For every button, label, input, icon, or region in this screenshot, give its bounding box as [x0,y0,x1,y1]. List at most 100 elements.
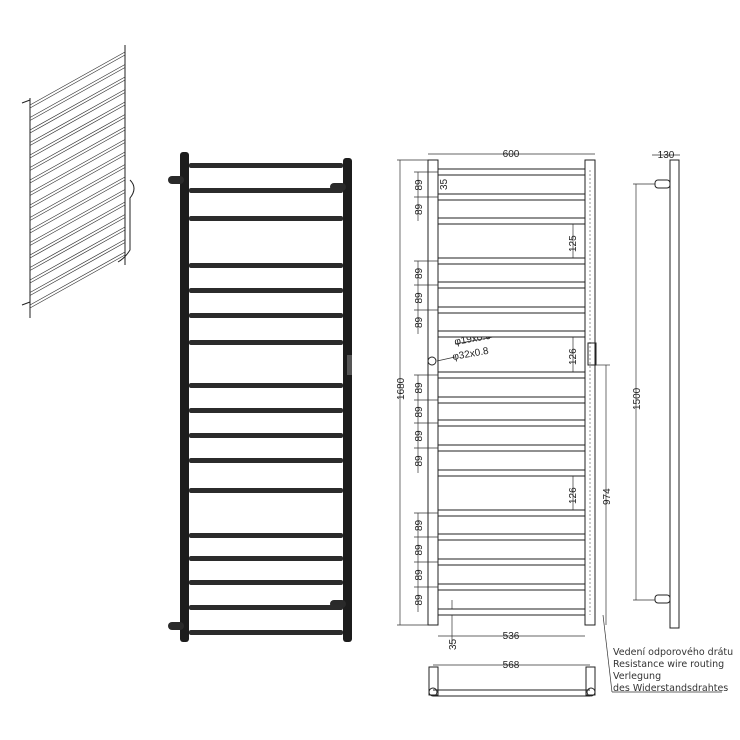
towel-bar [189,458,343,463]
iso-bar [29,164,126,218]
dim-bar-spacing: 89 [414,179,425,191]
wall-bracket-top-left [168,176,184,184]
side-upright [669,159,680,629]
front-bar [437,306,586,314]
dim-bar-spacing: 89 [414,569,425,581]
towel-bar [189,313,343,318]
front-bar [437,371,586,379]
front-bar [437,396,586,404]
dim-bar-spacing: 89 [414,430,425,442]
legend-line-de-2: des Widerstandsdrahtes [613,683,728,694]
dim-bar-spacing: 89 [414,267,425,279]
dim-bar-spacing: 89 [414,316,425,328]
iso-bar [29,51,126,106]
dim-bar-spacing: 89 [414,544,425,556]
towel-bar [189,605,343,610]
iso-bar [29,239,126,293]
towel-bar [189,433,343,438]
iso-bar [29,114,126,168]
dim-gap-126-upper: 126 [568,348,579,365]
dim-inner-536: 536 [503,631,520,642]
dim-top-offset: 35 [439,178,450,190]
legend-line-en: Resistance wire routing [613,659,724,670]
front-right-upright [584,159,596,626]
side-bracket-bottom [654,594,671,604]
dim-bar-spacing: 89 [414,292,425,304]
dim-bar-spacing: 89 [414,594,425,606]
dim-bar-spacing: 89 [414,203,425,215]
front-bar [437,419,586,427]
dim-width-600: 600 [503,149,520,160]
front-bar [437,558,586,566]
wire-routing-legend: Vedení odporového drátu Resistance wire … [602,614,733,694]
iso-bar [29,201,126,256]
dim-bar-spacing: 89 [414,382,425,394]
heating-element-box [347,355,352,375]
dim-depth-130: 130 [658,150,675,161]
front-bar [437,509,586,517]
side-bracket-top [654,179,671,189]
iso-bar [29,89,126,143]
dim-bottom-offset: 35 [448,638,459,650]
front-bar [437,608,586,616]
front-bar [437,168,586,176]
dim-bottom-568: 568 [503,660,520,671]
legend-line-cs: Vedení odporového drátu [613,647,733,658]
towel-bar [189,533,343,538]
towel-bar [189,163,343,168]
towel-bar [189,263,343,268]
iso-bar [29,189,126,243]
front-bar [437,193,586,201]
front-bar [437,469,586,477]
iso-bar [29,64,126,118]
iso-power-cable [117,179,135,263]
towel-bar [189,408,343,413]
front-bar [437,533,586,541]
front-view-drawing: 600 35 125 126 126 φ19x0.6 φ32x0.8 1680 … [396,149,613,650]
tube-large-label: φ32x0.8 [452,346,490,363]
iso-bar [29,101,126,156]
front-left-upright [427,159,439,626]
front-bar [437,583,586,591]
dim-bar-spacing: 89 [414,519,425,531]
towel-bar [189,288,343,293]
front-bar [437,444,586,452]
towel-bar [189,383,343,388]
dim-bar-spacing: 89 [414,406,425,418]
dim-height-1680: 1680 [396,377,407,400]
towel-bar [189,630,343,635]
iso-bar [29,76,126,131]
iso-bar [29,226,126,281]
wall-bracket-bottom-left [168,622,184,630]
dim-gap-126-lower: 126 [568,487,579,504]
iso-bar [29,139,126,193]
front-bar [437,330,586,338]
top-view-drawing: 568 [428,660,596,697]
iso-bar [29,251,126,306]
dim-bar-spacing: 89 [414,455,425,467]
tube-section-circle [427,356,437,366]
front-bar [437,257,586,265]
side-view-drawing: 130 1500 [632,150,680,629]
towel-bar [189,340,343,345]
iso-bar [29,214,126,268]
left-rail [180,152,189,642]
control-box [587,342,597,366]
front-bar [437,217,586,225]
towel-bar [189,556,343,561]
dim-mount-1500: 1500 [632,387,643,410]
towel-bar [189,216,343,221]
towel-bar [189,580,343,585]
iso-bar [29,126,126,181]
iso-bar [29,176,126,231]
product-render [168,152,352,642]
legend-line-de-1: Verlegung [613,671,661,682]
towel-bar [189,488,343,493]
right-rail [343,158,352,642]
dim-wire-974: 974 [602,488,613,505]
front-bar [437,281,586,289]
isometric-thumbnail [21,45,135,318]
dim-gap-125: 125 [568,235,579,252]
towel-bar [189,188,343,193]
